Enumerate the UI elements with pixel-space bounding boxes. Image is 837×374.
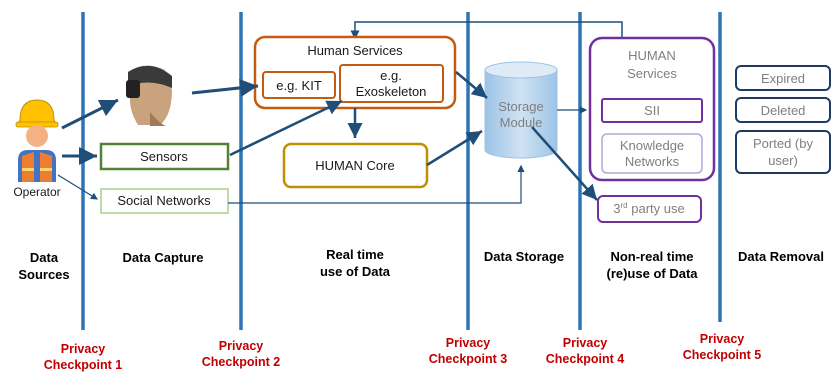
- exoskeleton-label-line1: e.g.: [380, 68, 402, 83]
- third-party-use-box: [597, 195, 702, 223]
- stage-data-capture: Data Capture: [123, 250, 204, 265]
- knowledge-networks-line1: Knowledge: [620, 138, 684, 153]
- flow-arrows: [57, 71, 598, 204]
- sii-label: SII: [644, 103, 660, 118]
- stage-data-removal: Data Removal: [738, 249, 824, 264]
- exoskeleton-box: [339, 64, 444, 103]
- human-services-label: Human Services: [307, 43, 403, 58]
- human-core-label: HUMAN Core: [315, 158, 394, 173]
- operator-label: Operator: [13, 185, 60, 199]
- exoskeleton-label-line2: Exoskeleton: [356, 84, 427, 99]
- headset-icon: [126, 65, 172, 126]
- sensors-box: [99, 142, 230, 171]
- stage-data-storage: Data Storage: [484, 249, 564, 264]
- kit-label: e.g. KIT: [276, 78, 322, 93]
- deleted-label: Deleted: [761, 103, 806, 118]
- deleted-box: [735, 97, 831, 123]
- feedback-loop-line: [350, 21, 623, 40]
- sensors-label: Sensors: [140, 149, 188, 164]
- sii-box: [601, 98, 703, 123]
- knowledge-networks-box: [601, 133, 703, 174]
- storage-label-line2: Module: [500, 115, 543, 130]
- storage-label-line1: Storage: [498, 99, 544, 114]
- knowledge-networks-line2: Networks: [625, 154, 680, 169]
- human-services-2-line1: HUMAN: [628, 48, 676, 63]
- expired-label: Expired: [761, 71, 805, 86]
- social-networks-box: [100, 188, 229, 214]
- human-services-2-line2: Services: [627, 66, 677, 81]
- kit-box: [262, 71, 336, 99]
- ported-label-line2: user): [768, 153, 798, 168]
- third-party-use-label: 3rd party use: [613, 201, 684, 216]
- ported-label-line1: Ported (by: [753, 136, 813, 151]
- human-core-box: [282, 142, 429, 189]
- operator-icon: [15, 99, 59, 182]
- stage-non-real-time: Non-real time(re)use of Data: [606, 249, 698, 281]
- social-networks-label: Social Networks: [117, 193, 211, 208]
- ported-box: [735, 130, 831, 174]
- expired-box: [735, 65, 831, 91]
